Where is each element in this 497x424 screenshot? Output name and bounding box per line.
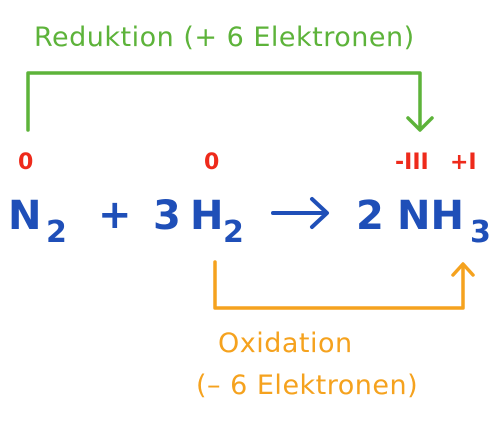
oxidation-arrowhead (451, 262, 475, 277)
formula-nh-subscript: 3 (470, 215, 491, 250)
coefficient-h2: 3 (153, 193, 181, 239)
oxidation-number-h2: 0 (204, 150, 220, 175)
reduction-arrowhead (406, 116, 434, 132)
oxidation-electrons-label: (– 6 Elektronen) (196, 370, 419, 401)
reduction-bracket (26, 71, 422, 132)
oxidation-number-n2: 0 (18, 150, 34, 175)
oxidation-label: Oxidation (218, 328, 353, 359)
plus-sign: + (98, 192, 132, 238)
oxidation-number-nh3-n: -III (395, 150, 429, 175)
reaction-arrowhead (310, 197, 329, 229)
oxidation-bracket (213, 260, 465, 310)
coefficient-nh3: 2 (356, 193, 384, 239)
formula-n-subscript: 2 (46, 215, 67, 250)
oxidation-number-nh3-h: +I (450, 150, 477, 175)
formula-h: H (190, 193, 224, 239)
formula-h-subscript: 2 (223, 215, 244, 250)
reduction-label: Reduktion (+ 6 Elektronen) (34, 22, 415, 53)
formula-nh: NH (397, 193, 464, 239)
formula-n: N (8, 193, 42, 239)
